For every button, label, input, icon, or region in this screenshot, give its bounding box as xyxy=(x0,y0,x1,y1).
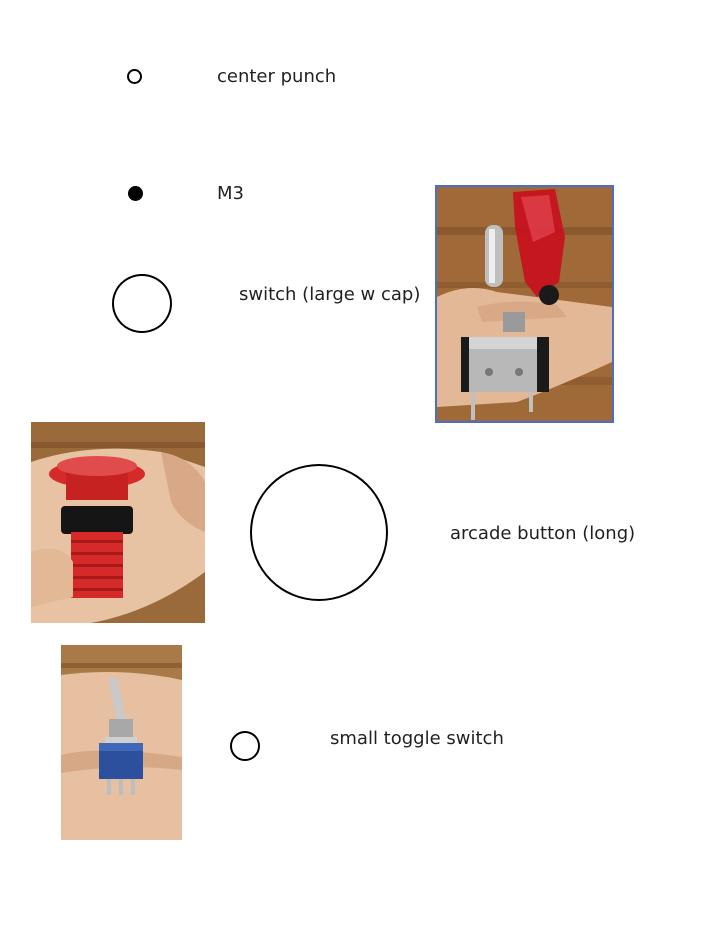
small-toggle-hole xyxy=(230,731,260,761)
center-punch-hole-icon xyxy=(127,69,142,84)
arcade-button-hole xyxy=(250,464,388,601)
small-toggle-photo xyxy=(61,645,182,840)
center-punch-label: center punch xyxy=(217,66,337,87)
arcade-button-label: arcade button (long) xyxy=(450,523,636,544)
small-toggle-label: small toggle switch xyxy=(330,728,504,749)
m3-label: M3 xyxy=(217,183,244,204)
switch-large-photo xyxy=(435,185,614,423)
switch-large-hole xyxy=(112,274,172,333)
arcade-button-photo xyxy=(31,422,205,623)
switch-large-label: switch (large w cap) xyxy=(239,284,421,305)
m3-hole-icon xyxy=(128,186,143,201)
